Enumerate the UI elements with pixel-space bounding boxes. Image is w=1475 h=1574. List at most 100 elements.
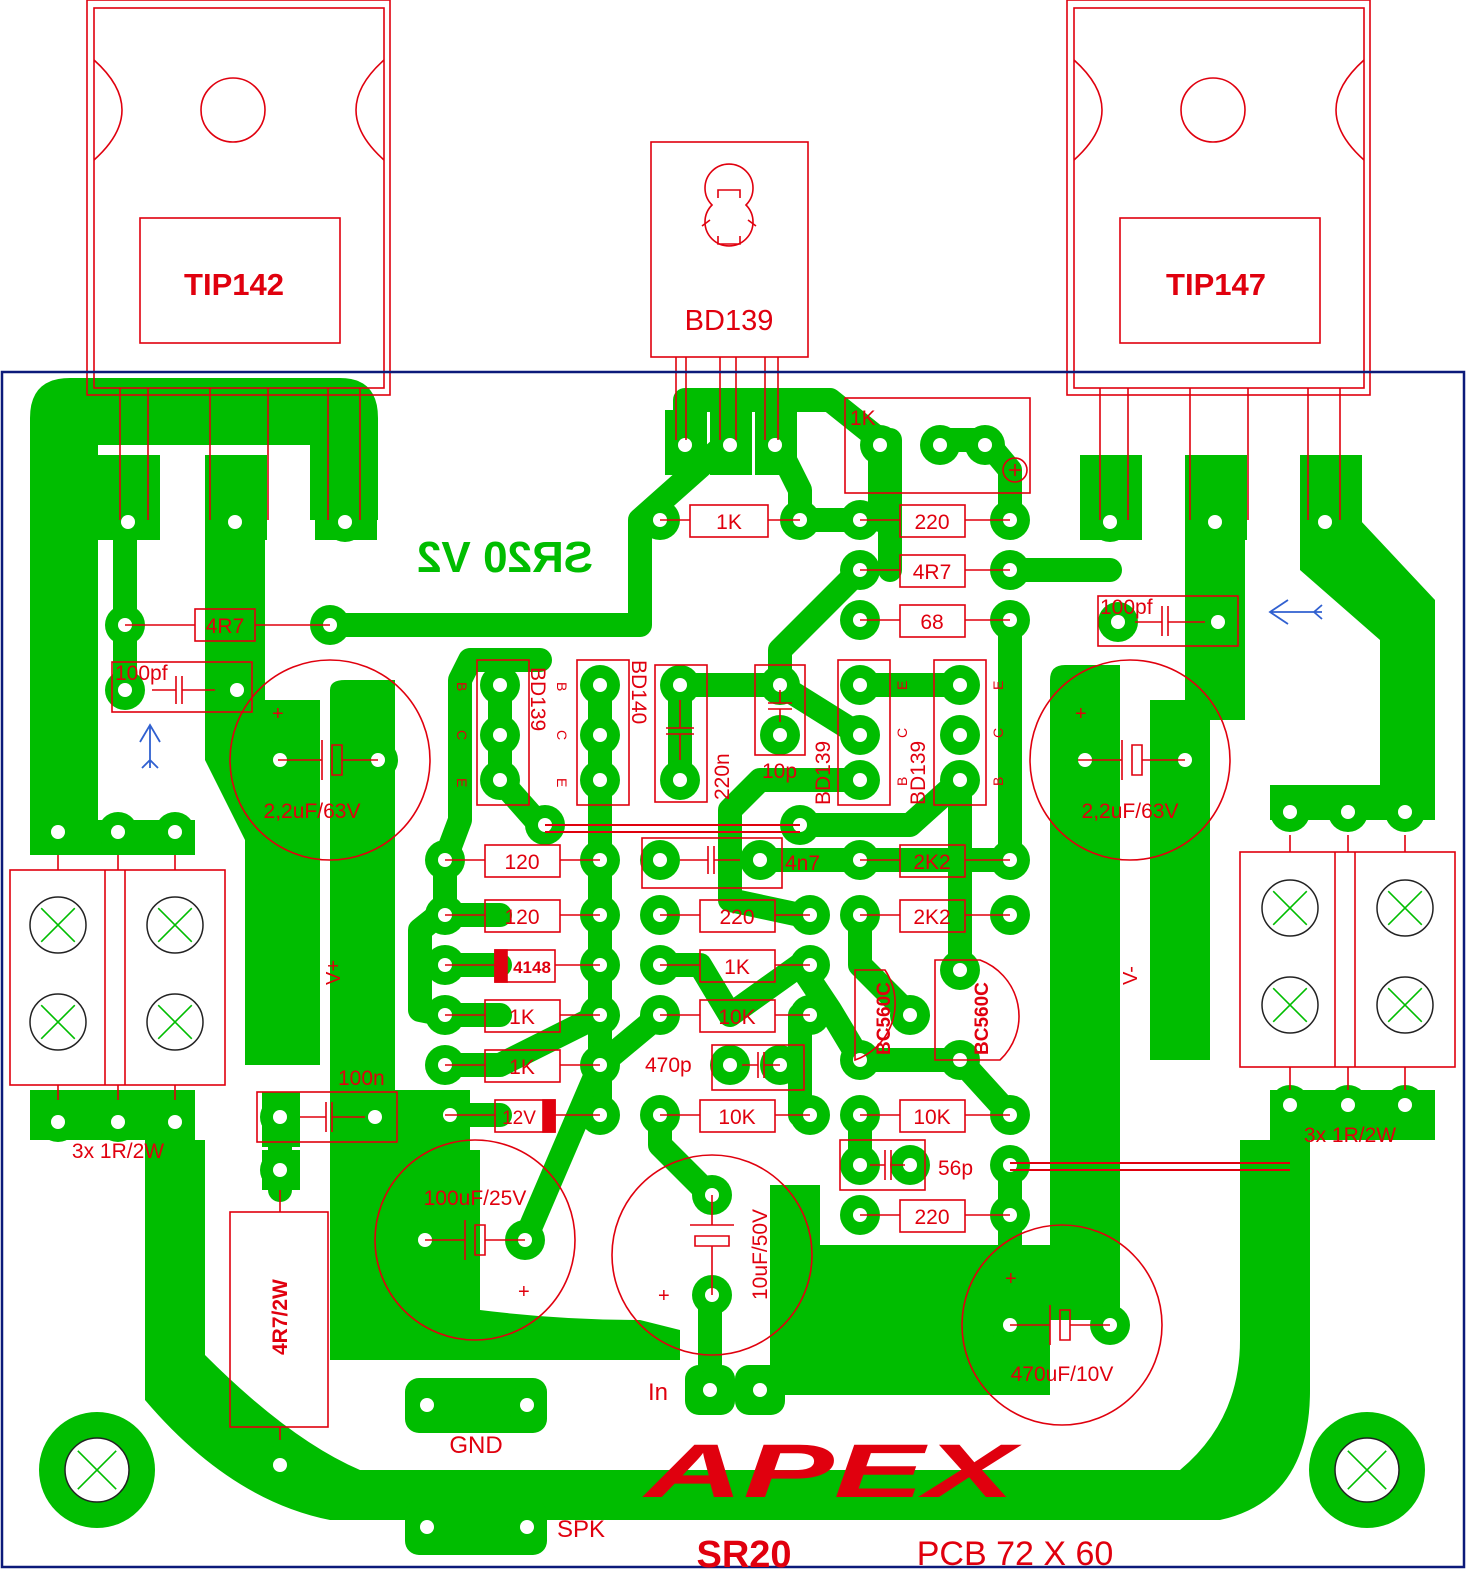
- label-emitter-right: 3x 1R/2W: [1304, 1124, 1396, 1147]
- label-bd139-top: BD139: [685, 305, 774, 337]
- label-10u: 10uF/50V: [749, 1209, 772, 1300]
- pad-drill-hole: [1208, 515, 1222, 529]
- ground-plane-left: [330, 680, 680, 1360]
- label-220n: 220n: [711, 753, 734, 800]
- output-bus-trace: [145, 1140, 1310, 1520]
- terminal-cross-icon: [146, 993, 204, 1051]
- label-220-bottom: 220: [914, 1206, 949, 1229]
- pin-c-4: C: [990, 728, 1006, 738]
- pad-drill-hole: [1211, 615, 1225, 629]
- label-tip147: TIP147: [1166, 267, 1266, 302]
- pad-drill-hole: [933, 438, 947, 452]
- label-model: SR20: [696, 1534, 791, 1574]
- pad-drill-hole: [121, 515, 135, 529]
- label-120-b: 120: [504, 906, 539, 929]
- trace-vas-d: [408, 848, 457, 1027]
- copper-layer: [30, 378, 1435, 1555]
- pad-drill-hole: [228, 515, 242, 529]
- label-zobel: 4R7/2W: [269, 1279, 292, 1355]
- pad-drill-hole: [723, 1058, 737, 1072]
- label-emitter-left: 3x 1R/2W: [72, 1140, 164, 1163]
- terminal-cross-icon: [1376, 879, 1434, 937]
- label-bc560c-a: BC560C: [874, 982, 895, 1055]
- electrolytic-outlines: [229, 659, 1231, 1426]
- pad-drill-hole: [653, 853, 667, 867]
- label-brand: APEX: [641, 1429, 1022, 1514]
- label-pcb-size: PCB 72 X 60: [917, 1535, 1114, 1573]
- pad-drill-hole: [903, 1158, 917, 1172]
- label-100u: 100uF/25V: [424, 1187, 527, 1210]
- pad-drill-hole: [1398, 1098, 1412, 1112]
- pad-drill-hole: [953, 678, 967, 692]
- pad-vminus: [1152, 882, 1207, 1024]
- pad-drill-hole: [853, 728, 867, 742]
- tip142-outline: [86, 0, 391, 520]
- label-2k2-a: 2K2: [913, 851, 950, 874]
- pad-drill-hole: [1398, 805, 1412, 819]
- pin-e-4: E: [990, 681, 1006, 690]
- jumper-wires: [545, 824, 1290, 1171]
- label-2u2-right: 2,2uF/63V: [1082, 800, 1179, 823]
- pad-drill-hole: [853, 678, 867, 692]
- pad-drill-hole: [773, 728, 787, 742]
- pin-b-4: B: [990, 777, 1006, 786]
- label-4n7: 4n7: [785, 852, 820, 875]
- label-tip142: TIP142: [184, 267, 284, 302]
- terminal-cross-icon: [1261, 976, 1319, 1034]
- diode-4148-band: [494, 949, 508, 983]
- label-gnd: GND: [449, 1432, 502, 1459]
- label-56p: 56p: [938, 1157, 973, 1180]
- pin-b-2: B: [554, 682, 570, 691]
- pad-drill-hole: [1283, 805, 1297, 819]
- trace-diff-b: [718, 768, 872, 927]
- label-220-top: 220: [914, 511, 949, 534]
- terminal-cross-icon: [29, 993, 87, 1051]
- positive-rail-trace: [30, 378, 378, 820]
- arrow-left-icon: [1268, 599, 1323, 625]
- pin-b-3: B: [894, 777, 910, 786]
- label-1k-mid: 1K: [724, 956, 750, 979]
- label-4r7-right: 4R7: [913, 561, 952, 584]
- pad-drill-hole: [493, 773, 507, 787]
- label-100pf-right: 100pf: [1100, 596, 1153, 619]
- pad-drill-hole: [678, 438, 692, 452]
- label-bc560c-b: BC560C: [972, 982, 993, 1055]
- terminal-cross-icon: [146, 896, 204, 954]
- resistor-bodies: [194, 504, 966, 1233]
- pad-drill-hole: [978, 438, 992, 452]
- pad-drill-hole: [520, 1520, 534, 1534]
- pad-drill-hole: [273, 1110, 287, 1124]
- pad-drill-hole: [753, 1383, 767, 1397]
- pad-drill-hole: [593, 678, 607, 692]
- pad-drill-hole: [168, 825, 182, 839]
- pad-drill-hole: [723, 438, 737, 452]
- diode-12v-band: [542, 1099, 556, 1133]
- pad-drill-hole: [953, 728, 967, 742]
- pad-drill-hole: [368, 1110, 382, 1124]
- output-right-trace: [1270, 455, 1435, 820]
- pad-drill-hole: [773, 678, 787, 692]
- pad-drill-hole: [1318, 515, 1332, 529]
- pad-vplus: [252, 882, 307, 1024]
- label-plus-100u: +: [518, 1281, 530, 1303]
- label-mirror-title: SR20 V2: [417, 533, 593, 582]
- pad-drill-hole: [493, 728, 507, 742]
- pad-drill-hole: [593, 773, 607, 787]
- label-1k-top: 1K: [716, 511, 742, 534]
- pad-drill-hole: [230, 683, 244, 697]
- trace-diff-a: [788, 768, 972, 837]
- pad-drill-hole: [903, 1008, 917, 1022]
- pad-drill-hole: [1103, 515, 1117, 529]
- label-120-a: 120: [504, 851, 539, 874]
- label-1k-a: 1K: [509, 1006, 535, 1029]
- pad-drill-hole: [953, 963, 967, 977]
- pad-drill-hole: [1003, 1158, 1017, 1172]
- pad-drill-hole: [273, 1458, 287, 1472]
- pad-drill-hole: [703, 1383, 717, 1397]
- label-100n: 100n: [338, 1067, 385, 1090]
- flow-arrows: [139, 599, 1323, 769]
- pad-drill-hole: [273, 1163, 287, 1177]
- pad-drill-hole: [111, 825, 125, 839]
- label-68: 68: [920, 611, 943, 634]
